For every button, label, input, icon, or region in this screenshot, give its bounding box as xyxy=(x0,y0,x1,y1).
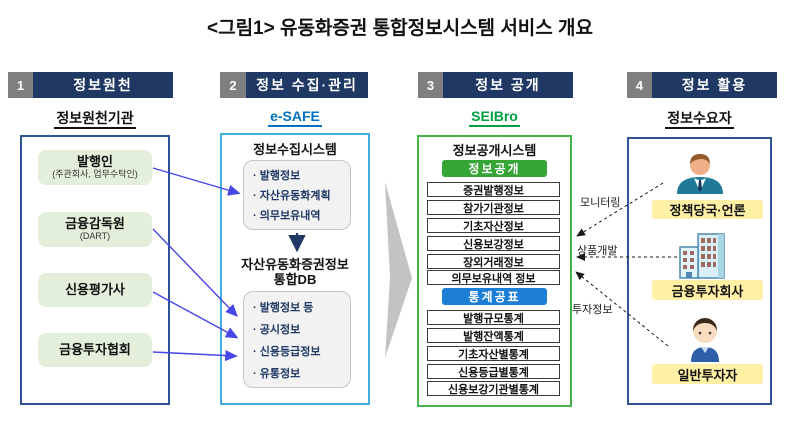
step-number-4: 4 xyxy=(627,72,652,98)
disclosure-item: 의무보유내역 정보 xyxy=(427,270,560,285)
collect-item: · 의무보유내역 xyxy=(253,210,321,222)
consumer-label-general-investor: 일반투자자 xyxy=(652,364,763,384)
big-flow-arrow xyxy=(385,182,412,358)
source-item-label: 금융감독원 xyxy=(65,216,125,231)
statistics-section-bar: 통계공표 xyxy=(442,288,547,305)
source-item-fss: 금융감독원 (DART) xyxy=(38,212,152,247)
subtitle-seibro: SEIBro xyxy=(417,108,572,127)
header-info-disclosure: 정보 공개 xyxy=(443,72,573,98)
consumer-label-financial-firm: 금융투자회사 xyxy=(652,280,763,300)
source-item-kofia: 금융투자협회 xyxy=(38,333,152,367)
policy-person-icon xyxy=(677,154,723,194)
subtitle-info-source-org: 정보원천기관 xyxy=(20,108,170,129)
disclosure-system-title: 정보공개시스템 xyxy=(452,143,537,158)
flow-label-monitoring: 모니터링 xyxy=(580,197,621,209)
db-item: · 유통정보 xyxy=(253,368,301,380)
source-item-sublabel: (DART) xyxy=(79,231,111,241)
consumer-label-policy-press: 정책당국·언론 xyxy=(652,200,763,219)
statistics-item: 기초자산별통계 xyxy=(427,346,560,361)
db-item: · 신용등급정보 xyxy=(253,346,321,358)
step-number-2: 2 xyxy=(220,72,246,98)
statistics-item: 신용등급별통계 xyxy=(427,364,560,379)
integrated-db-title: 자산유동화증권정보 통합DB xyxy=(220,257,370,287)
source-item-label: 금융투자협회 xyxy=(59,342,131,357)
db-item: · 발행정보 등 xyxy=(253,302,314,314)
page-title: <그림1> 유동화증권 통합정보시스템 서비스 개요 xyxy=(207,18,593,39)
step-number-3: 3 xyxy=(418,72,443,98)
investor-person-icon xyxy=(691,318,719,362)
disclosure-section-bar: 정보공개 xyxy=(442,160,547,177)
collect-system-title: 정보수집시스템 xyxy=(253,142,337,157)
db-title-line1: 자산유동화증권정보 xyxy=(241,257,349,272)
step-number-1: 1 xyxy=(8,72,33,98)
disclosure-item: 기초자산정보 xyxy=(427,218,560,233)
source-item-issuer: 발행인 (주관회사, 업무수탁인) xyxy=(38,150,152,185)
collect-item: · 자산유동화계획 xyxy=(253,190,331,202)
statistics-item: 발행잔액통계 xyxy=(427,328,560,343)
source-item-label: 신용평가사 xyxy=(65,282,125,297)
building-icon xyxy=(679,233,725,279)
db-items-box: · 발행정보 등 · 공시정보 · 신용등급정보 · 유통정보 xyxy=(243,291,351,388)
disclosure-item: 장외거래정보 xyxy=(427,254,560,269)
disclosure-item: 증권발행정보 xyxy=(427,182,560,197)
subtitle-esafe: e-SAFE xyxy=(220,108,370,127)
collect-item: · 발행정보 xyxy=(253,170,301,182)
header-info-use: 정보 활용 xyxy=(652,72,777,98)
source-item-rating-agency: 신용평가사 xyxy=(38,273,152,307)
source-item-label: 발행인 xyxy=(77,154,113,169)
source-item-sublabel: (주관회사, 업무수탁인) xyxy=(52,169,138,179)
subtitle-info-consumer: 정보수요자 xyxy=(627,108,772,129)
collect-items-box: · 발행정보 · 자산유동화계획 · 의무보유내역 xyxy=(243,160,351,230)
flow-label-invest-info: 투자정보 xyxy=(572,304,613,316)
disclosure-item: 참가기관정보 xyxy=(427,200,560,215)
db-item: · 공시정보 xyxy=(253,324,301,336)
flow-label-product-dev: 상품개발 xyxy=(577,245,618,257)
header-info-collect: 정보 수집·관리 xyxy=(246,72,368,98)
statistics-item: 발행규모통계 xyxy=(427,310,560,325)
statistics-item: 신용보강기관별통계 xyxy=(427,381,560,396)
disclosure-item: 신용보강정보 xyxy=(427,236,560,251)
db-title-line2: 통합DB xyxy=(273,272,317,287)
header-info-source: 정보원천 xyxy=(33,72,173,98)
